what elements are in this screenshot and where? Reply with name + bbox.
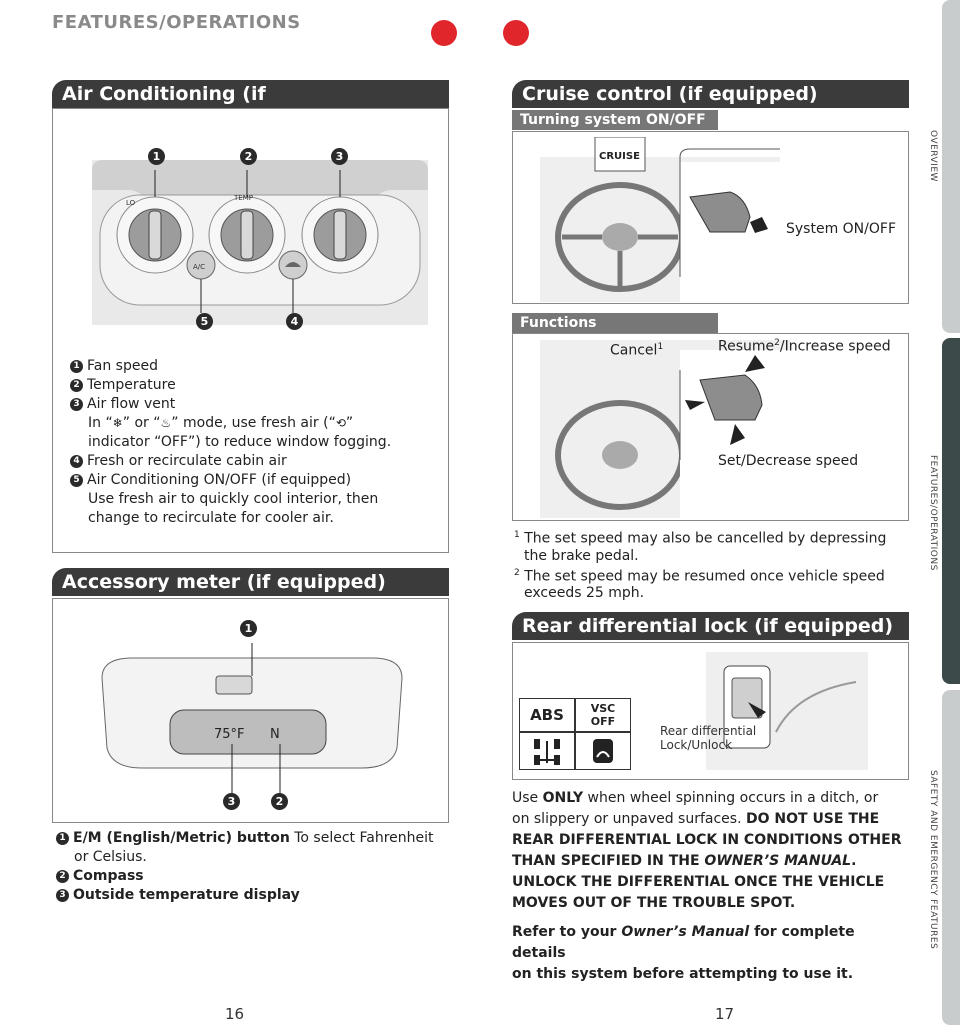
defrost-floor-icon: ❄: [112, 416, 123, 430]
cruise-onoff-figure: CRUISE: [540, 136, 780, 306]
side-tab-features[interactable]: [942, 338, 960, 684]
callout-3: 3: [331, 148, 348, 165]
callout-4: 4: [286, 313, 303, 330]
svg-text:LO: LO: [126, 199, 136, 207]
side-label-features: FEATURES/OPERATIONS: [928, 455, 938, 571]
skid-indicator-icon: [575, 732, 631, 770]
ac-vent-note-2: indicator “OFF”) to reduce window foggin…: [88, 434, 392, 450]
svg-text:A/C: A/C: [193, 263, 205, 271]
side-label-overview: OVERVIEW: [928, 130, 938, 182]
ac-panel-figure: LO TEMP A/C: [92, 145, 428, 334]
meter-item-em-2: or Celsius.: [74, 849, 147, 865]
ac-note-2: change to recirculate for cooler air.: [88, 510, 334, 526]
cruise-notes: 1 The set speed may also be cancelled by…: [514, 530, 887, 602]
page-number-right: 17: [715, 1005, 735, 1023]
defrost-icon: ♨: [160, 416, 172, 430]
page-number-left: 16: [225, 1005, 245, 1023]
rear-diff-switch-figure: [706, 652, 868, 774]
ac-section-title: Air Conditioning (if equipped)/Heating: [52, 80, 449, 133]
cruise-section-title: Cruise control (if equipped): [512, 80, 909, 108]
meter-figure: 75°F N: [92, 618, 412, 812]
side-tab-overview[interactable]: [942, 0, 960, 333]
callout-2: 2: [240, 148, 257, 165]
page-header: FEATURES/OPERATIONS: [52, 12, 301, 33]
callout-meter-2: 2: [271, 793, 288, 810]
svg-text:N: N: [270, 727, 280, 742]
ac-vent-note: In “❄” or “♨” mode, use fresh air (“⟲”: [88, 415, 354, 431]
ac-note-1: Use fresh air to quickly cool interior, …: [88, 491, 379, 507]
rear-instructions: Use ONLY when wheel spinning occurs in a…: [512, 790, 902, 982]
rear-section-title: Rear differential lock (if equipped): [512, 612, 909, 640]
side-label-safety: SAFETY AND EMERGENCY FEATURES: [928, 770, 938, 950]
red-dot-right: [503, 20, 529, 46]
cruise-sub-onoff: Turning system ON/OFF: [512, 110, 718, 130]
abs-indicator: ABS: [519, 698, 575, 732]
callout-1: 1: [148, 148, 165, 165]
meter-section-title: Accessory meter (if equipped): [52, 568, 449, 596]
four-wheel-drive-icon: [519, 732, 575, 770]
cruise-sub-functions: Functions: [512, 313, 718, 333]
callout-5: 5: [196, 313, 213, 330]
side-tab-safety[interactable]: [942, 690, 960, 1025]
resume-label: Resume2/Increase speed: [718, 338, 891, 355]
set-label: Set/Decrease speed: [718, 453, 859, 469]
temperature-knob: TEMP: [208, 194, 286, 274]
air-flow-knob: [301, 196, 379, 274]
callout-meter-3: 3: [223, 793, 240, 810]
recirculate-icon: ⟲: [335, 416, 346, 430]
svg-text:CRUISE: CRUISE: [599, 151, 640, 162]
red-dot-left: [431, 20, 457, 46]
fan-speed-knob: LO: [116, 196, 194, 274]
cruise-functions-figure: [540, 340, 790, 522]
svg-text:75°F: 75°F: [214, 727, 245, 742]
cancel-label: Cancel1: [610, 342, 664, 359]
svg-text:TEMP: TEMP: [233, 194, 253, 202]
callout-meter-1: 1: [240, 620, 257, 637]
system-onoff-label: System ON/OFF: [786, 221, 896, 237]
